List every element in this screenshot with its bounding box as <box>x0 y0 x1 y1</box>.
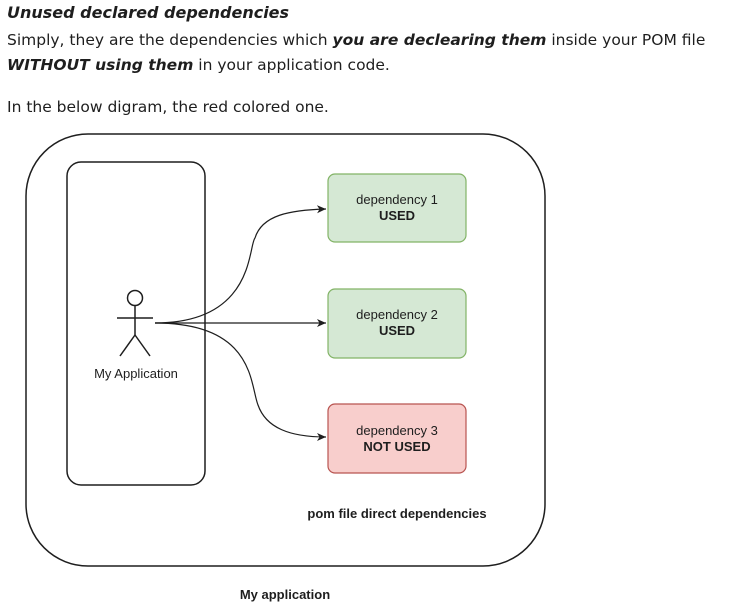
dependency-2-box <box>327 288 467 359</box>
actor-icon <box>117 289 153 357</box>
dependency-2-name: dependency 2 <box>356 307 438 322</box>
para-text: in your application code. <box>193 56 390 74</box>
para-emphasis: WITHOUT using them <box>7 56 194 74</box>
dependency-1-name: dependency 1 <box>356 192 438 207</box>
dependency-3-name: dependency 3 <box>356 423 438 438</box>
application-label: My Application <box>94 366 178 381</box>
connector-arrow-3 <box>154 322 327 441</box>
outer-container-label: My application <box>240 587 330 602</box>
dependency-1-status: USED <box>379 208 415 223</box>
dependencies-group-label: pom file direct dependencies <box>307 506 486 521</box>
dependency-2-status: USED <box>379 323 415 338</box>
description-paragraph: Simply, they are the dependencies which … <box>7 28 735 78</box>
para-emphasis: you are declearing them <box>332 31 547 49</box>
dependency-3-status: NOT USED <box>363 439 430 454</box>
dependency-3-box <box>327 403 467 474</box>
connector-arrow-1 <box>154 205 327 324</box>
diagram-intro-paragraph: In the below digram, the red colored one… <box>7 98 329 116</box>
para-text: inside your POM file <box>546 31 706 49</box>
article-heading: Unused declared dependencies <box>7 3 290 22</box>
dependency-1-box <box>327 173 467 243</box>
para-text: Simply, they are the dependencies which <box>7 31 333 49</box>
